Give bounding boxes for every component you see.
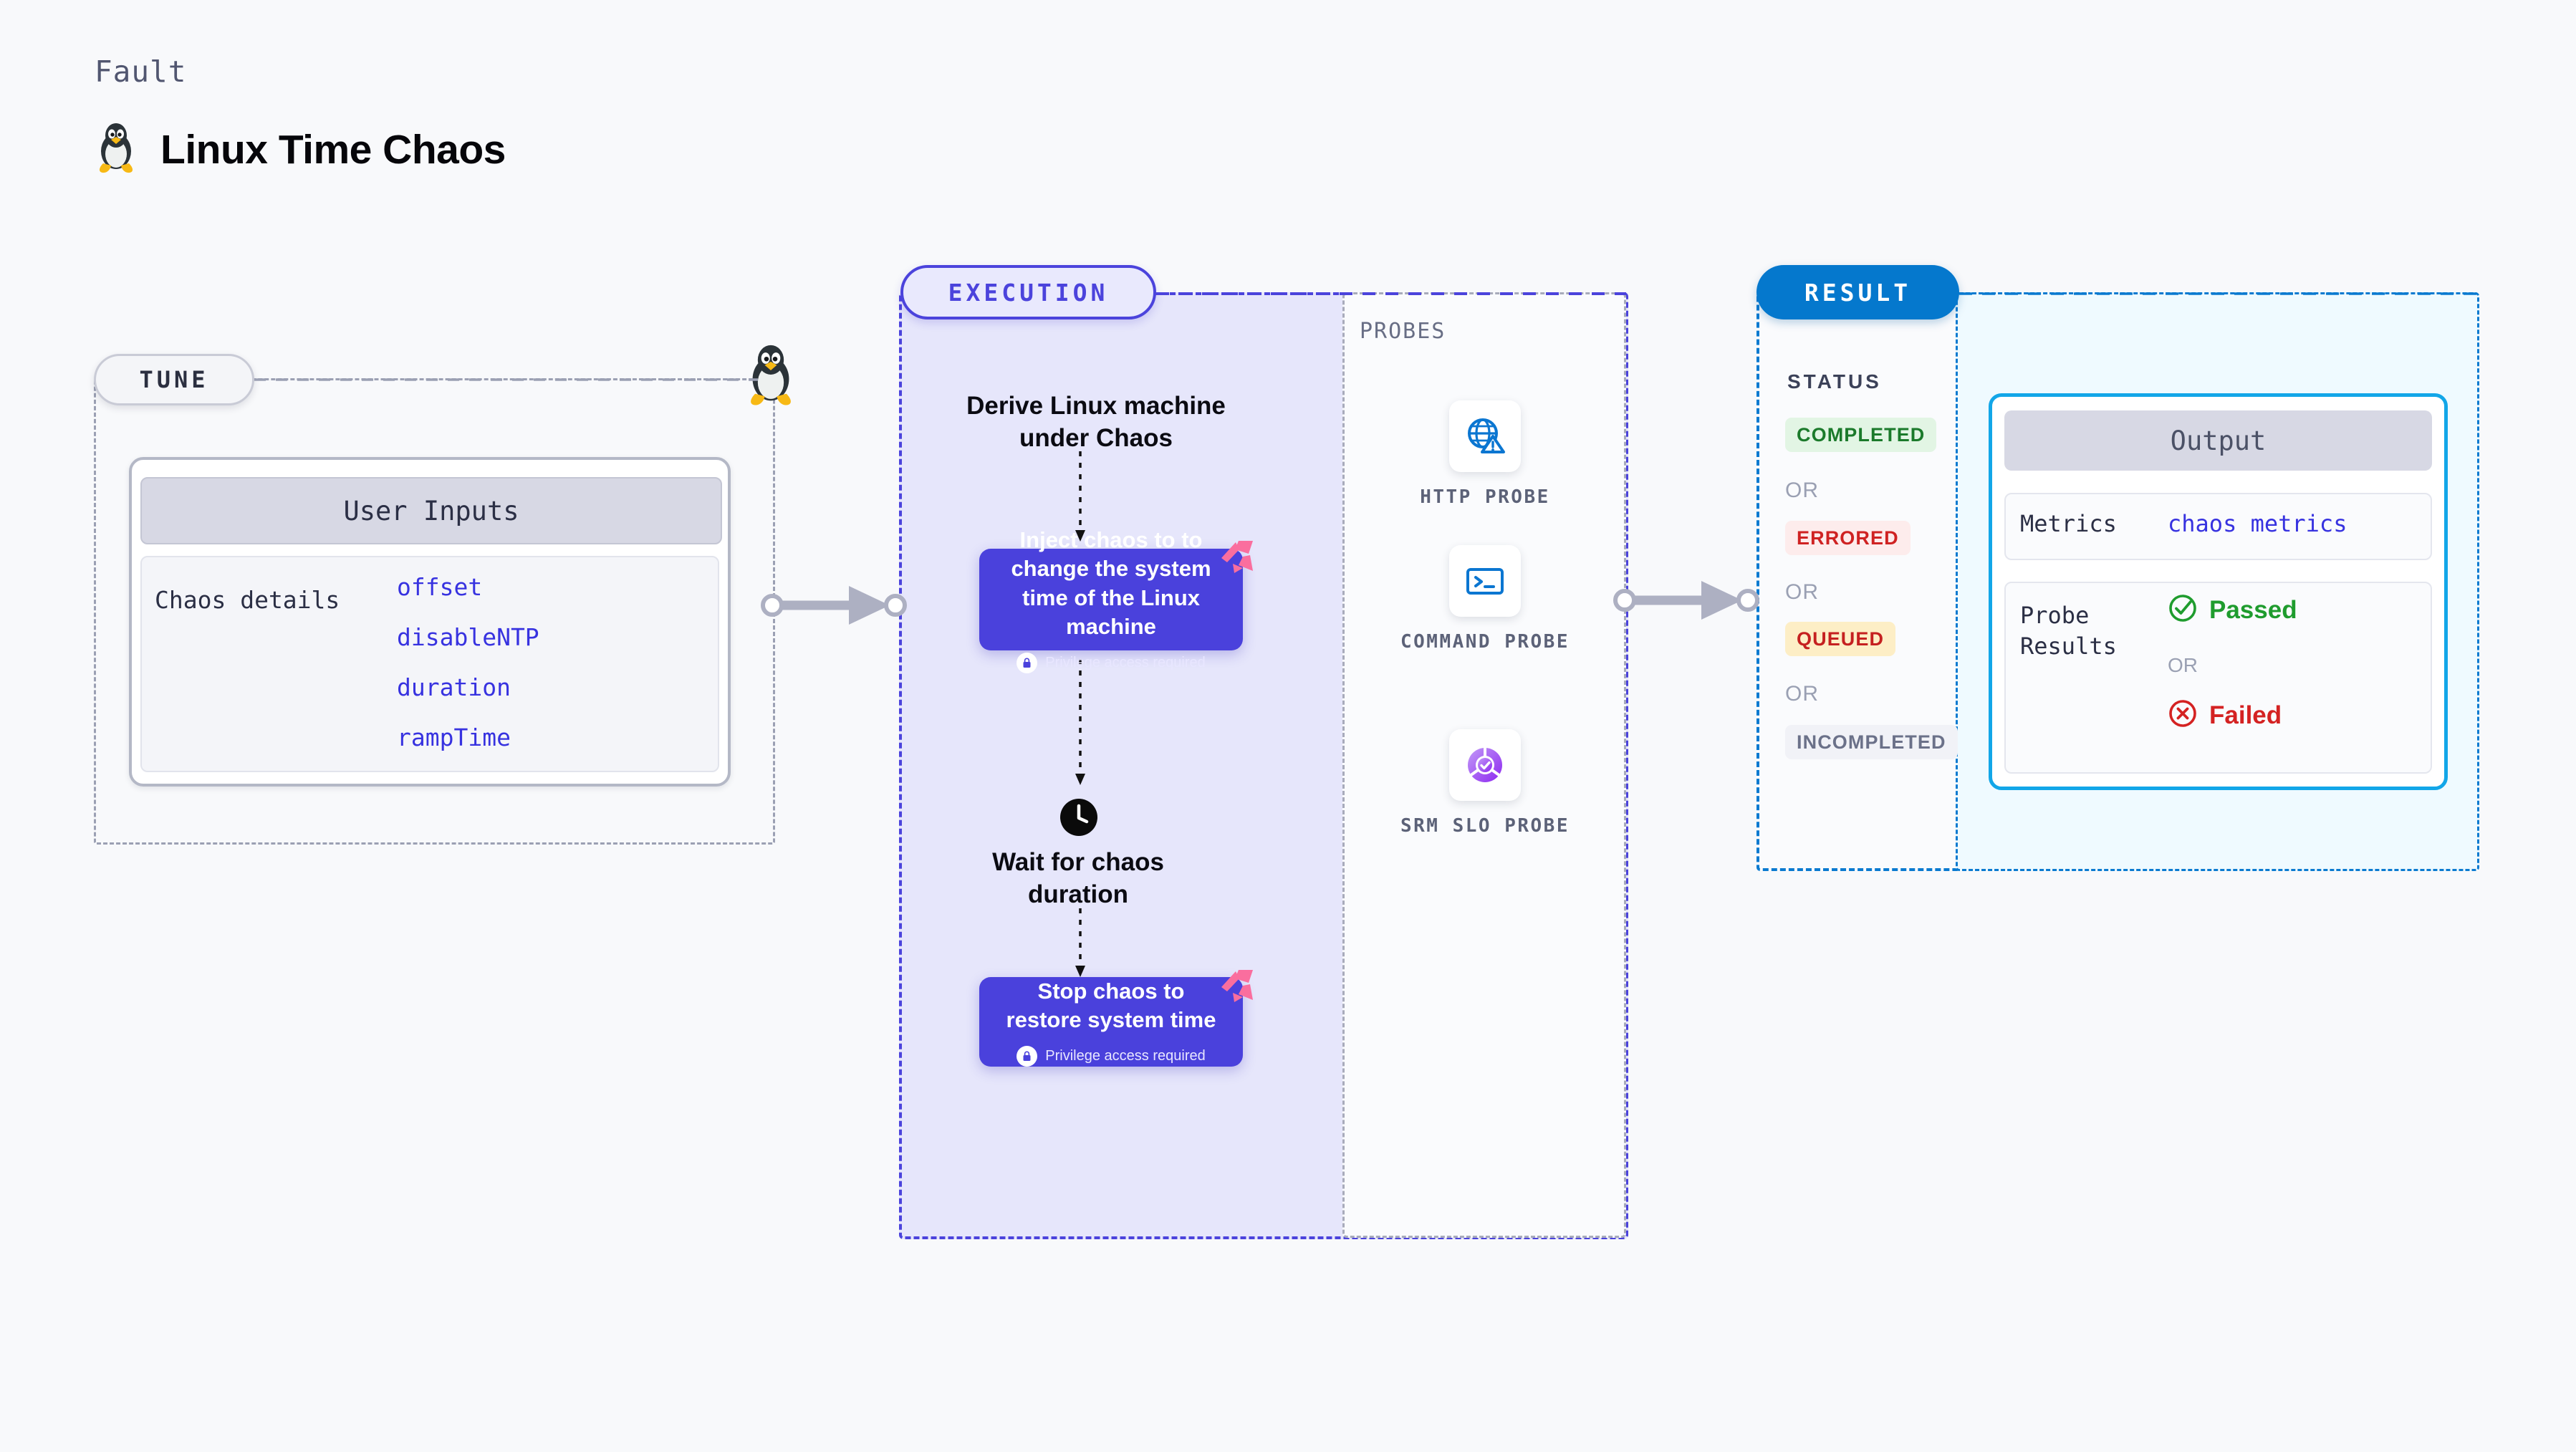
metrics-value[interactable]: chaos metrics — [2168, 510, 2347, 537]
param-ramptime[interactable]: rampTime — [397, 723, 511, 751]
probes-label: PROBES — [1360, 319, 1446, 344]
privilege-note-text: Privilege access required — [1045, 655, 1206, 671]
execution-pill[interactable]: EXECUTION — [900, 265, 1156, 319]
probe-item-srm-slo[interactable]: SRM SLO PROBE — [1395, 729, 1575, 839]
status-badge-errored: ERRORED — [1785, 521, 1911, 555]
flow-arrow-down-3 — [1075, 908, 1085, 977]
or-separator: OR — [1785, 682, 1819, 706]
linux-penguin-icon — [95, 120, 138, 178]
probe-result-passed: Passed — [2168, 593, 2297, 627]
chaos-params-list: offset disableNTP duration rampTime — [397, 573, 539, 751]
flow-arrow-down-2 — [1075, 659, 1085, 785]
status-label: STATUS — [1787, 370, 1882, 393]
param-duration[interactable]: duration — [397, 673, 511, 701]
result-status-region — [1756, 292, 1961, 871]
user-inputs-header: User Inputs — [140, 477, 722, 544]
slo-donut-check-icon — [1449, 729, 1521, 801]
chaos-details-label: Chaos details — [155, 586, 340, 614]
fault-label: Fault — [95, 54, 187, 89]
stop-chaos-card[interactable]: Stop chaos to restore system time Privil… — [979, 977, 1243, 1067]
or-separator: OR — [1785, 479, 1819, 502]
probe-label-srm-slo: SRM SLO PROBE — [1400, 815, 1570, 837]
metrics-label: Metrics — [2020, 510, 2117, 537]
flow-arrow-down-1 — [1075, 451, 1085, 542]
linux-penguin-icon — [741, 342, 800, 408]
stop-chaos-text: Stop chaos to restore system time — [1006, 978, 1216, 1032]
inject-chaos-card[interactable]: Inject chaos to to change the system tim… — [979, 527, 1243, 674]
metrics-row — [2004, 493, 2432, 560]
connector-arrow-execution-to-result — [1613, 581, 1759, 620]
passed-label: Passed — [2209, 595, 2297, 624]
privilege-note-text: Privilege access required — [1045, 1048, 1206, 1064]
probe-item-command[interactable]: COMMAND PROBE — [1395, 545, 1575, 655]
check-circle-icon — [2168, 593, 2198, 627]
probe-result-failed: Failed — [2168, 698, 2282, 732]
probe-label-http: HTTP PROBE — [1420, 486, 1550, 508]
status-badge-completed: COMPLETED — [1785, 418, 1937, 452]
step-derive-label: Derive Linux machine under Chaos — [966, 392, 1226, 452]
param-disablentp[interactable]: disableNTP — [397, 623, 539, 651]
or-separator: OR — [1785, 580, 1819, 604]
step-wait-label: Wait for chaos duration — [992, 848, 1164, 908]
inject-chaos-text: Inject chaos to to change the system tim… — [1011, 527, 1211, 639]
x-circle-icon — [2168, 698, 2198, 732]
lock-icon — [1017, 653, 1038, 674]
status-badge-incompleted: INCOMPLETED — [1785, 725, 1958, 759]
probe-label-command: COMMAND PROBE — [1400, 631, 1570, 653]
terminal-icon — [1449, 545, 1521, 617]
probe-item-http[interactable]: HTTP PROBE — [1395, 400, 1575, 510]
privilege-note-row: Privilege access required — [1017, 1046, 1206, 1067]
or-separator: OR — [2168, 654, 2198, 676]
connector-arrow-tune-to-execution — [761, 586, 907, 625]
status-badge-queued: QUEUED — [1785, 622, 1896, 656]
harness-logo-badge — [1217, 539, 1256, 575]
page-title: Linux Time Chaos — [160, 126, 506, 173]
probe-results-row — [2004, 582, 2432, 774]
result-pill[interactable]: RESULT — [1756, 265, 1959, 319]
clock-icon — [1059, 798, 1098, 837]
tune-pill[interactable]: TUNE — [94, 354, 254, 405]
param-offset[interactable]: offset — [397, 573, 483, 601]
failed-label: Failed — [2209, 701, 2282, 729]
globe-warning-icon — [1449, 400, 1521, 472]
lock-icon — [1017, 1046, 1038, 1067]
probe-results-label: Probe Results — [2020, 602, 2117, 660]
harness-logo-badge — [1217, 968, 1256, 1004]
user-inputs-body — [140, 556, 719, 772]
privilege-note-row: Privilege access required — [1017, 653, 1206, 674]
page-title-row: Linux Time Chaos — [95, 120, 506, 178]
output-card-header: Output — [2004, 410, 2432, 471]
